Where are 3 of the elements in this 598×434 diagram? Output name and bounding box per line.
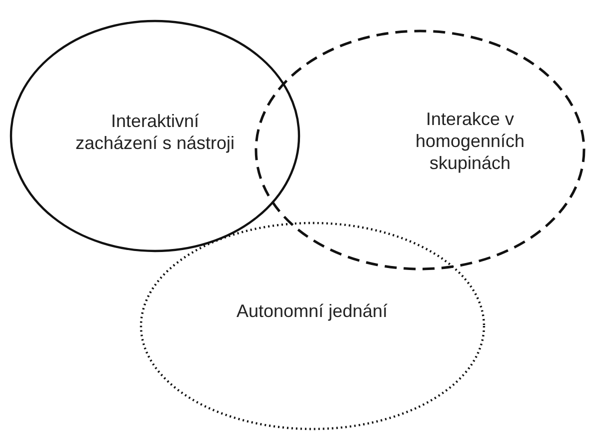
set-label: Interakce v homogenních skupinách [414, 108, 526, 174]
set-label: Interaktivní zacházení s nástroji [74, 110, 236, 154]
set-label: Autonomní jednání [235, 300, 389, 322]
